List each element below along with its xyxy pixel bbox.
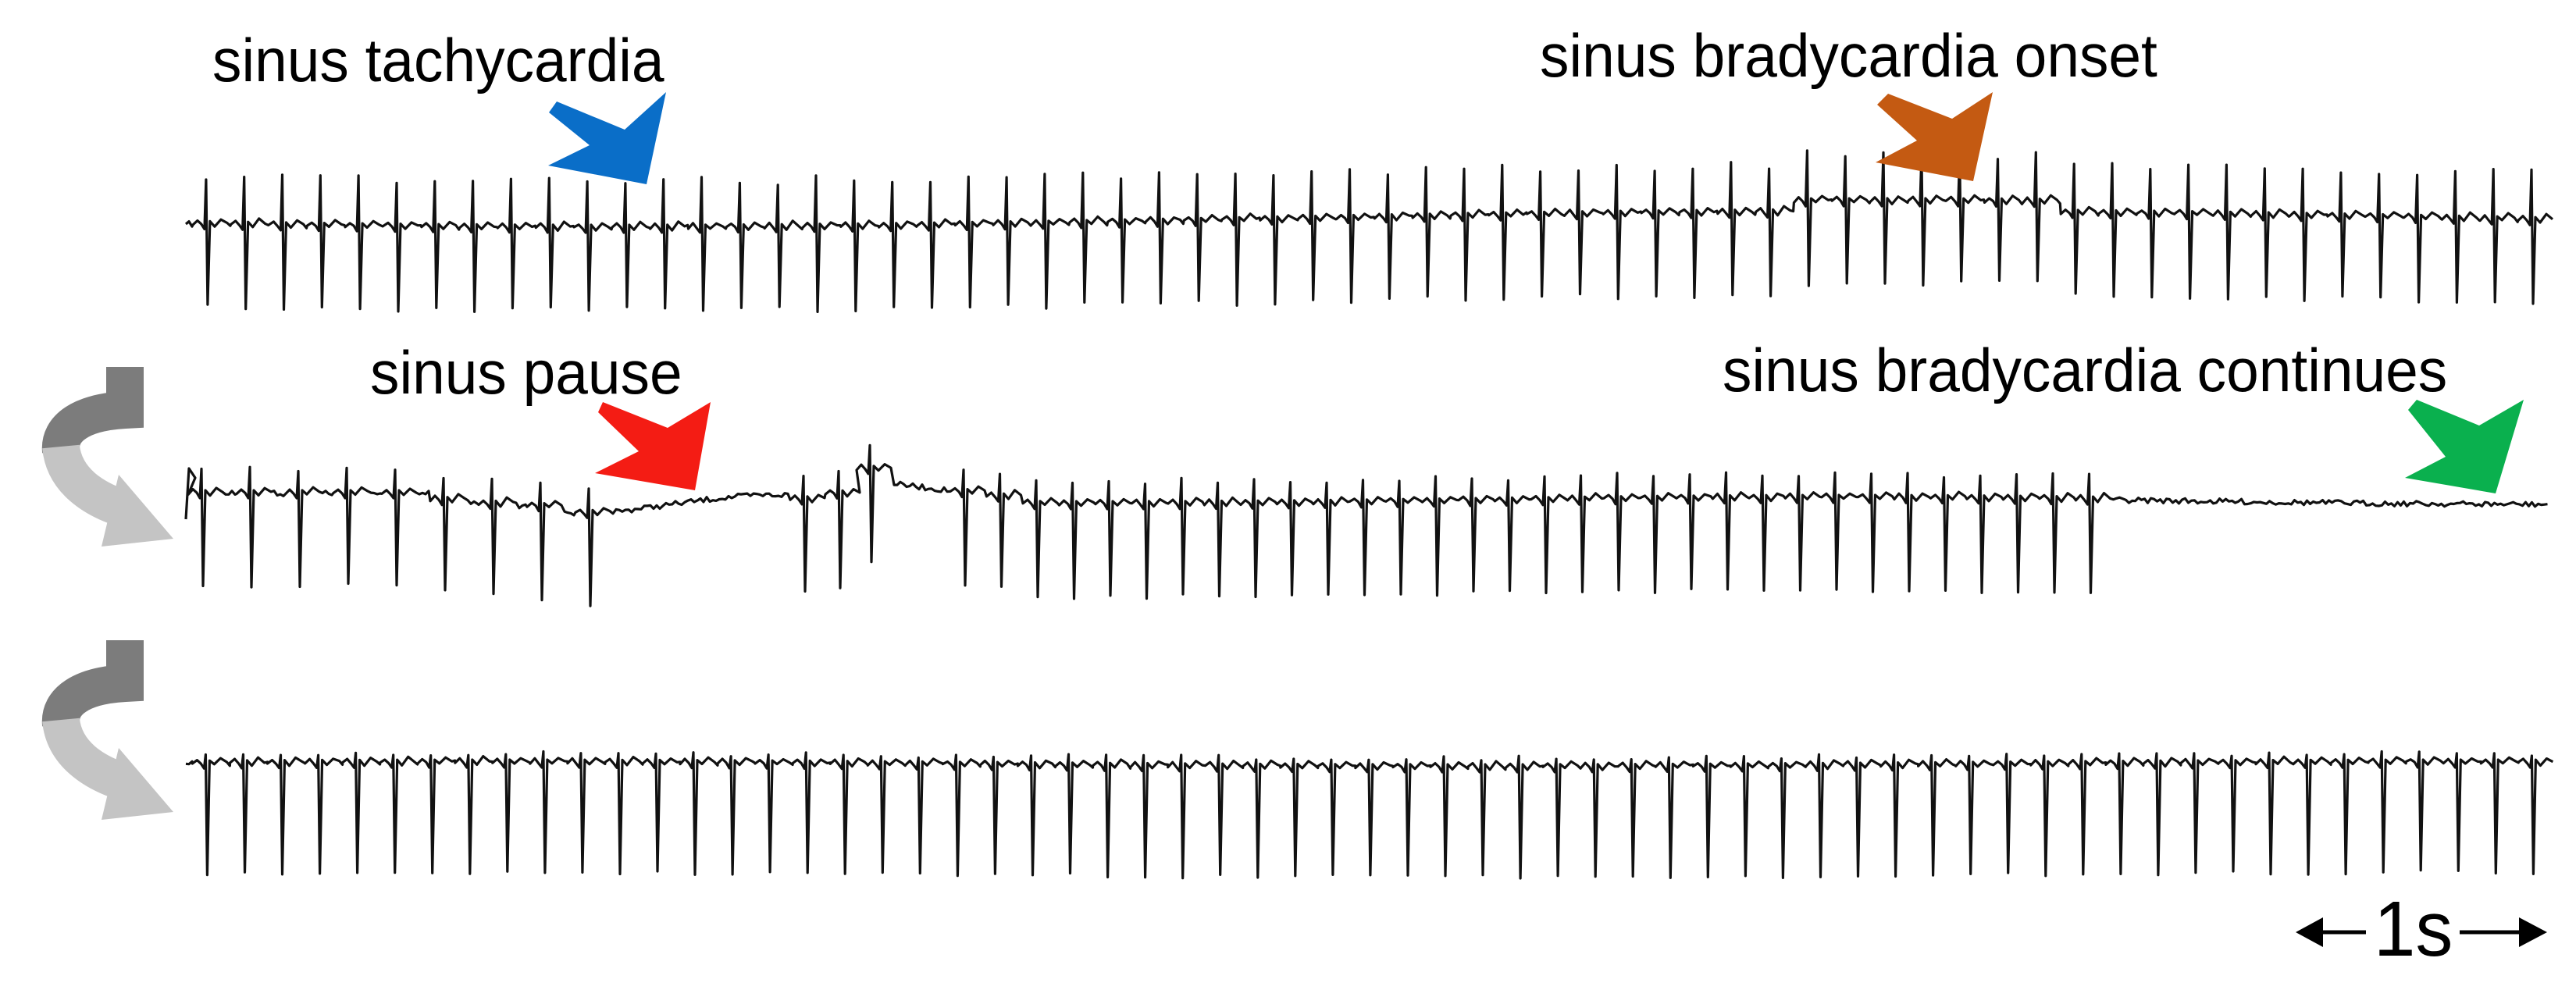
tachycardia-marker-arrow-icon bbox=[548, 92, 666, 184]
continuation-arrow-head bbox=[102, 475, 173, 547]
scale-bar-right-arrow-icon bbox=[2519, 917, 2547, 947]
continuation-arrow-icon-2 bbox=[41, 640, 173, 820]
scale-bar-arrows bbox=[2296, 917, 2547, 947]
ecg-strip-1 bbox=[184, 149, 2554, 313]
pause-marker-arrow-icon bbox=[595, 402, 711, 490]
bradycardia-continues-marker-arrow-icon bbox=[2405, 400, 2524, 493]
continuation-arrow-shaft-dark bbox=[41, 367, 144, 454]
scale-bar-left-arrow-icon bbox=[2296, 917, 2323, 947]
continuation-arrow-head bbox=[102, 748, 173, 820]
bradycardia-onset-marker-arrow-icon bbox=[1876, 92, 1993, 181]
ecg-strip-3 bbox=[185, 750, 2554, 880]
sinus-bradycardia-onset-label: sinus bradycardia onset bbox=[1540, 21, 2157, 90]
sinus-tachycardia-label: sinus tachycardia bbox=[212, 26, 664, 94]
sinus-pause-label: sinus pause bbox=[370, 338, 682, 407]
sinus-bradycardia-continues-label: sinus bradycardia continues bbox=[1723, 336, 2448, 404]
scale-bar-label: 1s bbox=[2374, 885, 2453, 973]
continuation-arrow-icon-1 bbox=[41, 367, 173, 547]
continuation-arrow-shaft-dark bbox=[41, 640, 144, 727]
ecg-strip-2 bbox=[184, 443, 2548, 607]
